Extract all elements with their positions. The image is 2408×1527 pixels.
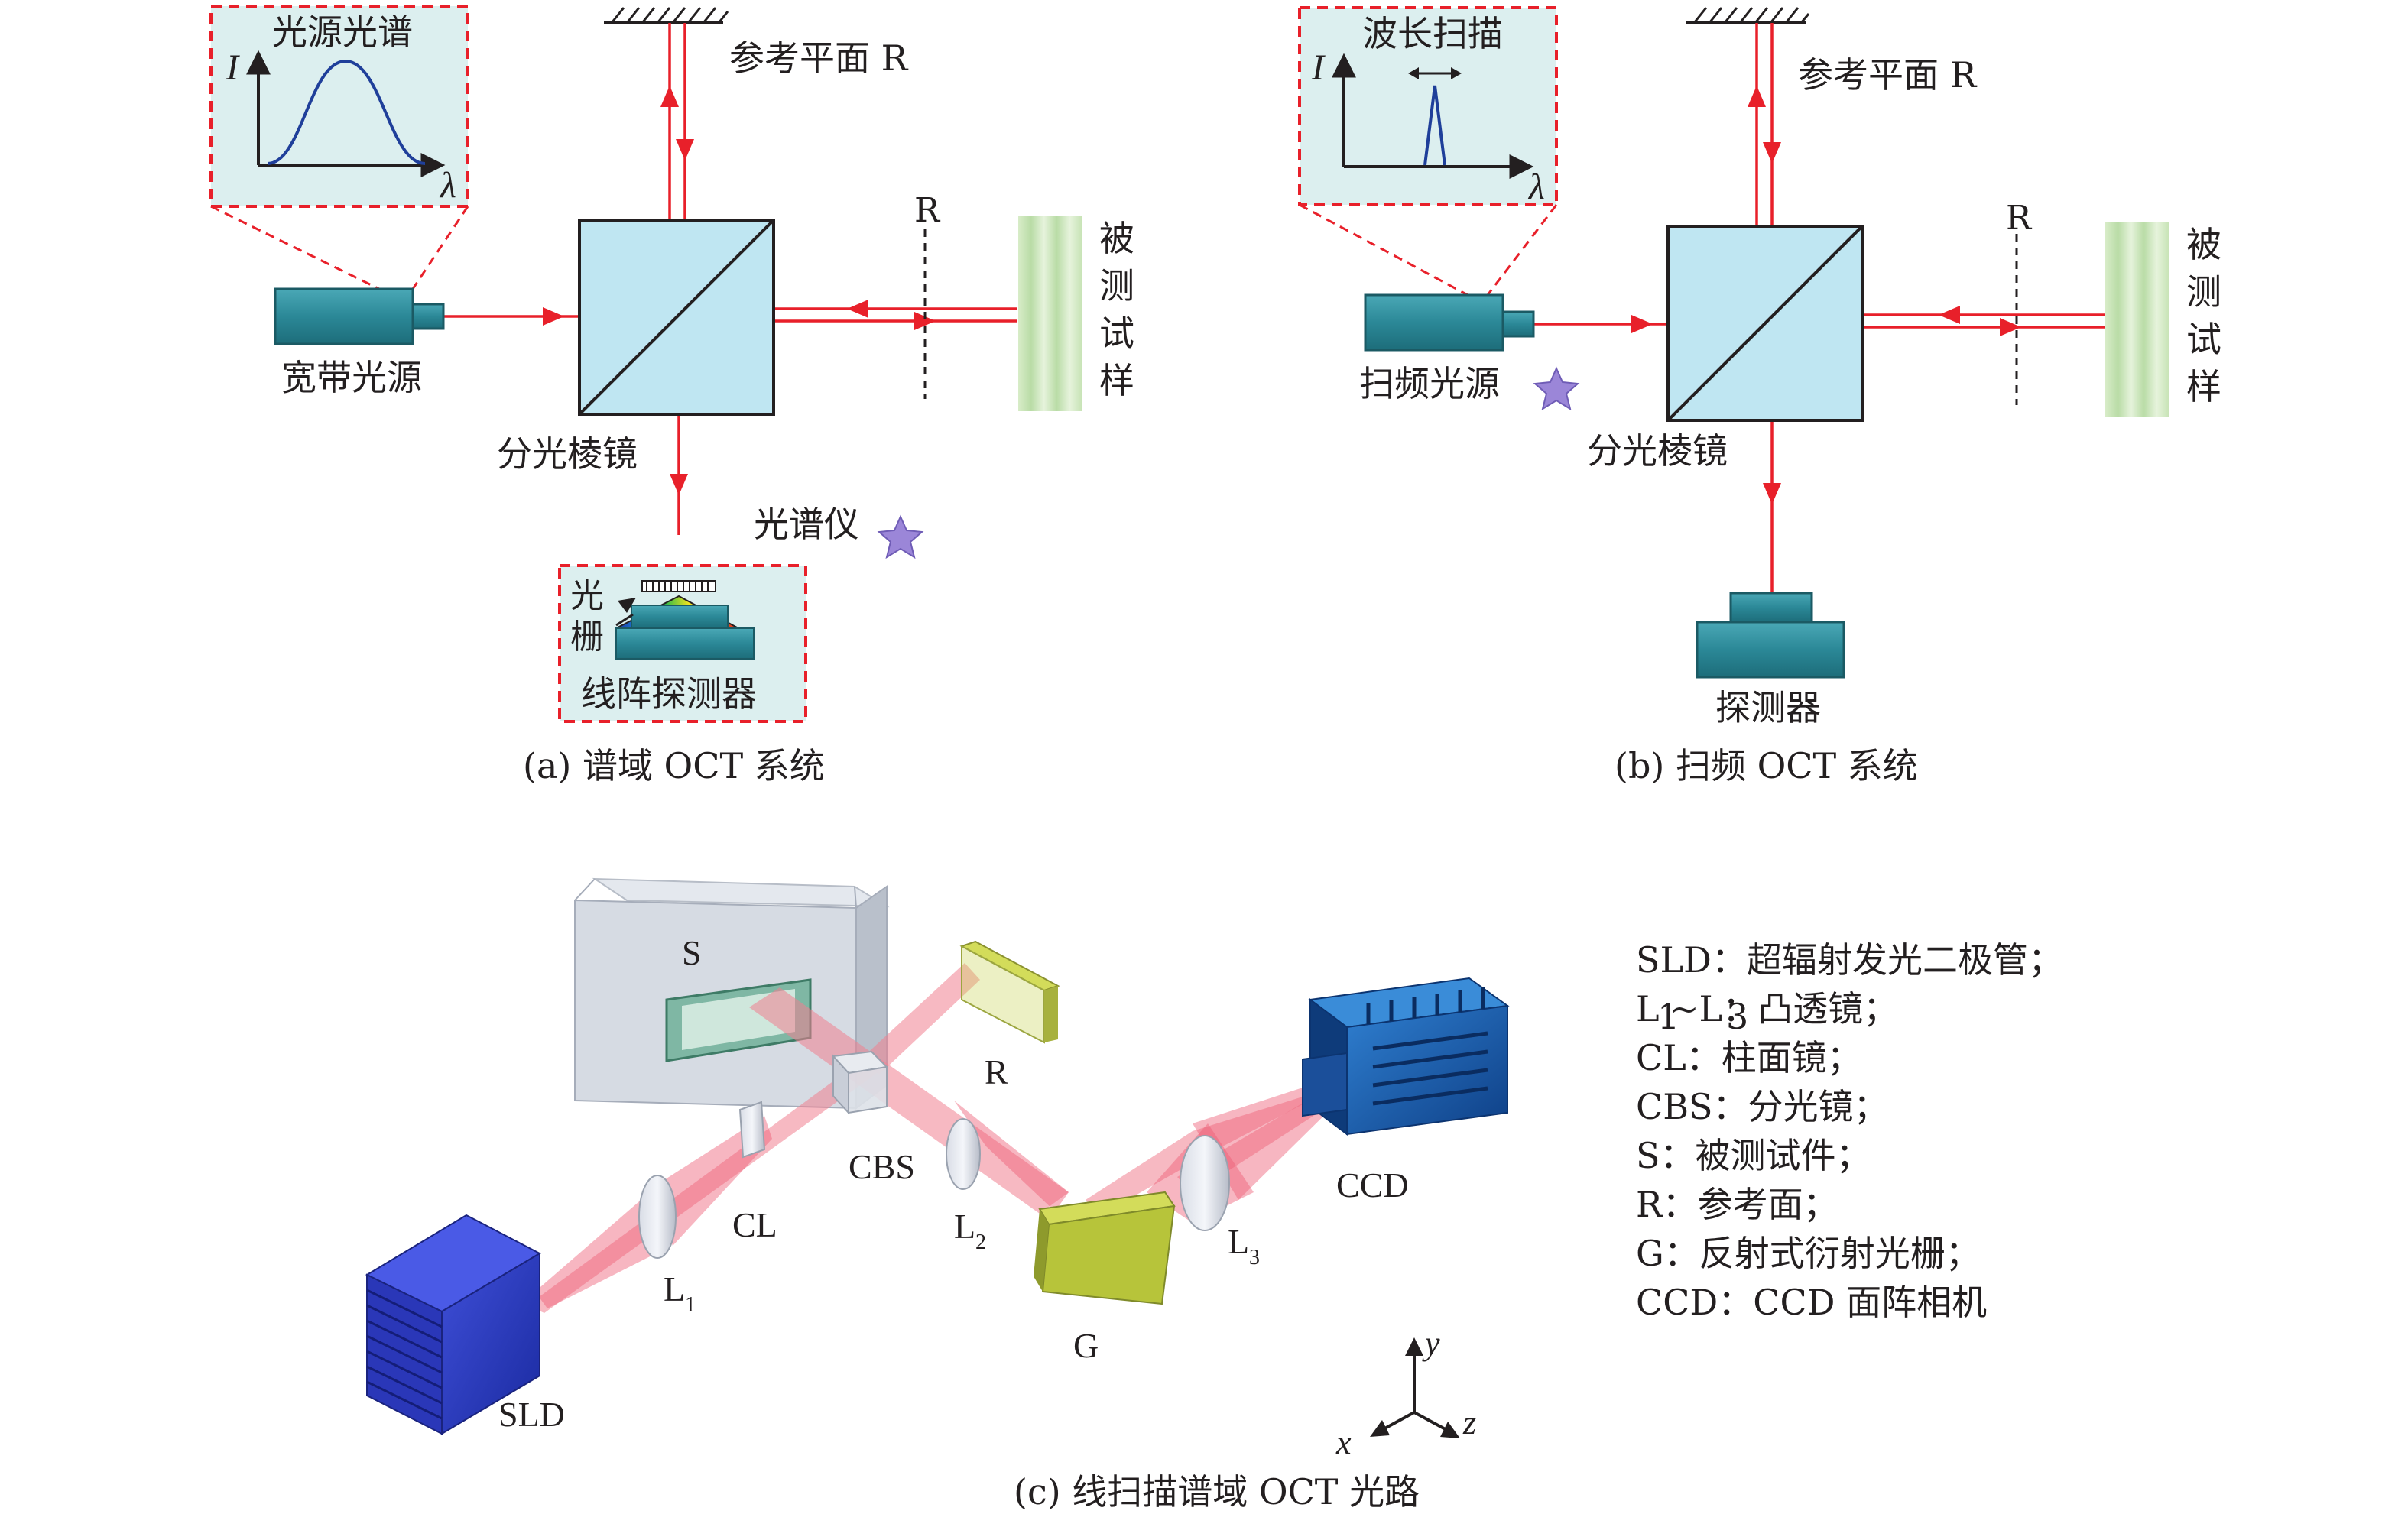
sample-char-1: 被 xyxy=(2186,224,2221,265)
label-sld: SLD xyxy=(498,1395,565,1434)
beam-arrows xyxy=(1631,86,2021,504)
beam-splitter xyxy=(1666,225,1864,422)
panel-c: S CBS R xyxy=(365,877,2063,1512)
point-detector xyxy=(1696,592,1845,679)
sample xyxy=(2105,222,2169,417)
broadband-spectrum-curve xyxy=(267,59,426,165)
sample-char-1: 被 xyxy=(1099,218,1134,259)
label-l1: L xyxy=(664,1269,685,1308)
splitter-label: 分光棱镜 xyxy=(1587,430,1728,472)
label-cl: CL xyxy=(732,1205,777,1244)
star-icon xyxy=(1533,366,1580,411)
source-label: 宽带光源 xyxy=(281,357,422,398)
beam-arrows xyxy=(543,86,936,495)
label-l2-sub: 2 xyxy=(975,1230,986,1254)
grating-char-1: 光 xyxy=(570,576,604,615)
spectrometer-inset xyxy=(558,564,807,723)
swept-source xyxy=(1364,293,1535,352)
label-s: S xyxy=(682,933,702,972)
legend-item-cl: CL：柱面镜； xyxy=(1636,1037,1862,1078)
panel-a: I λ 光源光谱 参考平面 R xyxy=(209,5,1134,786)
inset-title: 光源光谱 xyxy=(272,11,413,53)
detector-label: 线阵探测器 xyxy=(581,673,757,715)
detector-label: 探测器 xyxy=(1715,687,1821,728)
label-ccd: CCD xyxy=(1336,1166,1409,1204)
legend-item-l3-sub: 3 xyxy=(1726,996,1748,1037)
label-l3-sub: 3 xyxy=(1249,1246,1260,1269)
axis-i-label: I xyxy=(226,47,240,88)
r-marker: R xyxy=(2006,199,2033,238)
reference-mirror xyxy=(1686,7,1810,24)
lens-l2 xyxy=(946,1118,981,1190)
inset-title: 波长扫描 xyxy=(1362,13,1503,54)
label-cbs: CBS xyxy=(849,1147,915,1186)
sample-char-3: 试 xyxy=(2186,319,2221,360)
reference-mirror-r xyxy=(959,940,1060,1044)
grating-char-2: 栅 xyxy=(570,618,604,657)
sld-source xyxy=(365,1214,542,1435)
legend-item-ccd: CCD：CCD 面阵相机 xyxy=(1636,1282,1987,1323)
axis-y-label: y xyxy=(1422,1324,1440,1362)
legend-item-g: G：反射式衍射光栅； xyxy=(1636,1233,1981,1274)
label-l1-sub: 1 xyxy=(685,1293,696,1317)
label-l2: L xyxy=(954,1207,975,1246)
sample-char-3: 试 xyxy=(1099,313,1134,354)
cbs-cube xyxy=(831,1050,889,1115)
sample-char-4: 样 xyxy=(2186,366,2221,407)
coordinate-axes xyxy=(1370,1337,1460,1438)
star-icon xyxy=(877,514,924,559)
axis-lambda-label: λ xyxy=(1527,167,1545,207)
sample xyxy=(1018,216,1082,411)
grating-g xyxy=(1034,1191,1176,1305)
axis-i-label: I xyxy=(1311,47,1326,88)
lens-l1 xyxy=(638,1175,677,1259)
caption-b: (b) 扫频 OCT 系统 xyxy=(1615,745,1918,786)
broadband-source xyxy=(274,287,445,345)
narrowband-peak xyxy=(1423,85,1446,166)
caption-c: (c) 线扫描谱域 OCT 光路 xyxy=(1014,1471,1420,1512)
reference-mirror xyxy=(604,7,729,24)
ccd-camera xyxy=(1302,977,1510,1136)
caption-a: (a) 谱域 OCT 系统 xyxy=(523,745,825,786)
legend-item-r: R：参考面； xyxy=(1636,1184,1838,1225)
wavelength-scan-inset: I λ 波长扫描 xyxy=(1298,6,1558,297)
beam-splitter xyxy=(578,219,775,416)
source-label: 扫频光源 xyxy=(1359,363,1500,404)
splitter-label: 分光棱镜 xyxy=(497,433,638,475)
sample-char-2: 测 xyxy=(1099,265,1134,306)
spectrometer-label: 光谱仪 xyxy=(754,504,859,545)
label-g: G xyxy=(1073,1326,1099,1365)
panel-b: I λ 波长扫描 参考平面 R 扫频光源 xyxy=(1298,6,2221,786)
label-l3: L xyxy=(1228,1222,1249,1261)
axis-lambda-label: λ xyxy=(439,165,456,206)
scan-arrow-icon xyxy=(1408,67,1462,79)
sample-char-4: 样 xyxy=(1099,360,1134,401)
axis-z-label: z xyxy=(1462,1404,1476,1441)
legend-item-l1-sub: 1 xyxy=(1657,996,1679,1037)
r-marker: R xyxy=(914,191,941,230)
source-spectrum-inset: I λ 光源光谱 xyxy=(209,5,469,290)
label-r: R xyxy=(985,1052,1008,1091)
legend-item-cbs: CBS：分光镜； xyxy=(1636,1086,1889,1127)
legend-item-s: S：被测试件； xyxy=(1636,1135,1871,1176)
sample-char-2: 测 xyxy=(2186,271,2221,313)
axis-x-label: x xyxy=(1335,1424,1352,1461)
legend-item-lens: ~L：凸透镜； xyxy=(1670,988,1898,1029)
component-legend: SLD：超辐射发光二极管； L 1 ~L：凸透镜； 3 CL：柱面镜； CBS：… xyxy=(1636,939,2063,1323)
lens-l3 xyxy=(1180,1135,1230,1231)
legend-item-sld: SLD：超辐射发光二极管； xyxy=(1636,939,2063,981)
legend-item-l-prefix: L xyxy=(1636,988,1660,1029)
reference-plane-label: 参考平面 R xyxy=(729,37,909,79)
reference-plane-label: 参考平面 R xyxy=(1798,54,1978,96)
cylindrical-lens xyxy=(738,1101,766,1159)
